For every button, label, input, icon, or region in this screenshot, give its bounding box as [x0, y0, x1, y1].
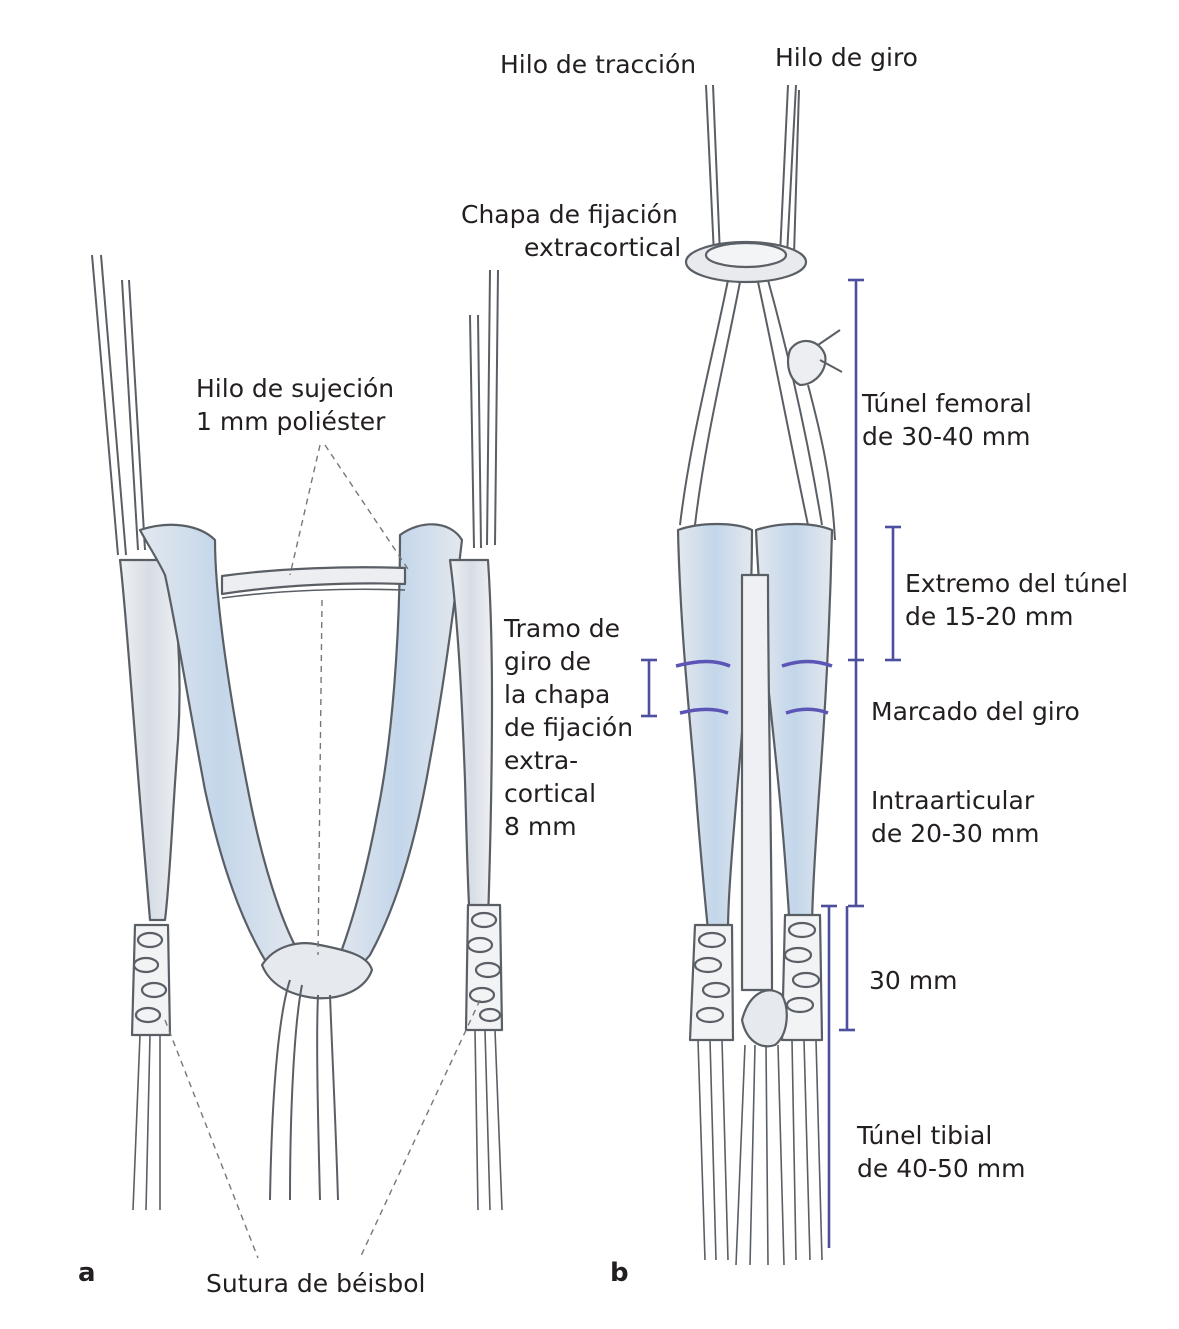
panel-a-left-outer-limb	[118, 558, 181, 922]
tunnel-end-length-label: de 15-20 mm	[905, 602, 1074, 631]
turn-segment-label-line-6: cortical	[504, 779, 597, 808]
panel-b-loop-strands	[679, 279, 823, 526]
intraarticular-length-label: de 20-30 mm	[871, 819, 1040, 848]
panel-a-turn-bracket	[641, 658, 657, 718]
panel-a-right-suture-knots	[464, 903, 504, 1032]
panel-a-left-suture-tails	[132, 1034, 161, 1211]
turn-segment-label-line-1: Tramo de	[504, 614, 621, 643]
tibial-tunnel-label: Túnel tibial	[857, 1121, 993, 1150]
retaining-thread-label: Hilo de sujeción	[196, 374, 395, 403]
turn-thread-label: Hilo de giro	[775, 43, 918, 72]
turn-segment-label-line-7: 8 mm	[504, 812, 577, 841]
panel-a-retaining-thread	[220, 566, 407, 596]
panel-a-loop-strands	[269, 979, 339, 1201]
baseball-suture-label: Sutura de béisbol	[206, 1269, 426, 1298]
panel-a-right-inner-limb	[333, 523, 464, 972]
turn-segment-label-line-3: la chapa	[504, 680, 611, 709]
tunnel-end-label: Extremo del túnel	[905, 569, 1129, 598]
panel-b-bottom-tails	[697, 1039, 823, 1266]
intraarticular-label: Intraarticular	[871, 786, 1035, 815]
panel-a-left-suture-knots	[130, 923, 172, 1037]
panel-a-drawing	[91, 254, 657, 1259]
fixation-plate-label: Chapa de fijación	[461, 200, 678, 229]
panel-a-right-suture-tails	[474, 1029, 503, 1211]
panel-b-measure-brackets	[821, 278, 901, 1248]
panel-b-top-threads	[705, 84, 800, 256]
panel-b-bottom-loop	[740, 989, 788, 1048]
panel-a-top-threads	[91, 254, 499, 556]
turn-segment-label-line-5: extra-	[504, 746, 579, 775]
panel-b-right-suture-knots	[780, 913, 824, 1042]
retaining-thread-material-label: 1 mm poliéster	[196, 407, 386, 436]
panel-b-letter: b	[610, 1258, 629, 1288]
panel-b-drawing	[675, 84, 843, 1266]
panel-b-turn-thread-knot	[786, 339, 827, 387]
panel-a-leader-lines	[164, 444, 481, 1259]
traction-thread-label: Hilo de tracción	[500, 50, 697, 79]
panel-b-right-graft-bundle	[754, 522, 834, 932]
femoral-tunnel-label: Túnel femoral	[862, 389, 1032, 418]
panel-a-right-outer-limb	[448, 558, 494, 922]
femoral-tunnel-length-label: de 30-40 mm	[862, 422, 1031, 451]
fixation-plate-label-line-2: extracortical	[524, 233, 682, 262]
tibial-tunnel-length-label: de 40-50 mm	[857, 1154, 1026, 1183]
panel-b-center-strand	[740, 573, 774, 992]
thirty-mm-label: 30 mm	[869, 966, 958, 995]
panel-b-left-graft-bundle	[676, 522, 754, 932]
panel-b-left-suture-knots	[688, 923, 735, 1042]
panel-b-turn-markings	[675, 659, 833, 715]
turn-segment-label-line-4: de fijación	[504, 713, 634, 742]
panel-a-letter: a	[78, 1258, 96, 1288]
turn-segment-label-line-2: giro de	[504, 647, 592, 676]
turn-marking-label: Marcado del giro	[871, 697, 1080, 726]
